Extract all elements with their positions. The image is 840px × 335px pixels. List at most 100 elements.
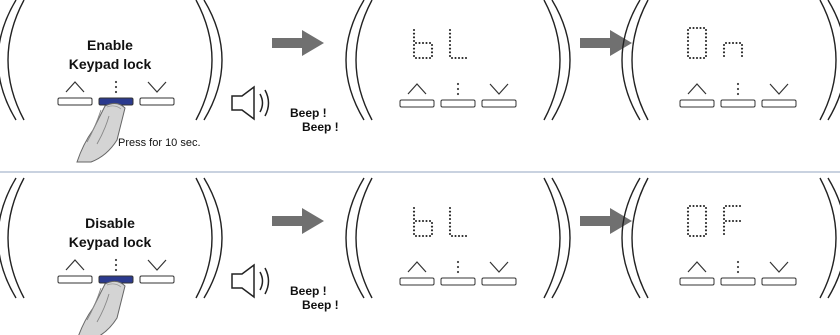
- menu-dots-icon: [456, 260, 460, 274]
- segment-dot: [430, 47, 434, 50]
- segment-dot: [412, 51, 416, 54]
- segment-dot: [448, 229, 452, 232]
- segment-dot: [418, 41, 421, 45]
- segment-dot: [414, 56, 418, 60]
- segment-dot: [704, 217, 708, 221]
- thermostat-face-3: [621, 0, 840, 121]
- segment-dot: [464, 234, 468, 238]
- menu-dots-icon: [114, 258, 118, 272]
- down-chevron-icon: [489, 83, 509, 95]
- segment-dot: [686, 210, 690, 213]
- segment-dot: [740, 43, 744, 47]
- segment-dot: [412, 32, 416, 35]
- segment-dot: [414, 41, 418, 45]
- up-chevron-icon: [687, 83, 707, 95]
- face-title-line1: Disable: [85, 215, 135, 231]
- down-key: [761, 277, 797, 286]
- up-chevron-icon: [65, 81, 85, 93]
- segment-dot: [740, 47, 744, 50]
- segment-dot: [448, 214, 452, 217]
- segment-dot: [722, 47, 726, 50]
- keypad: [679, 82, 797, 108]
- segment-dot: [722, 210, 726, 213]
- segment-dot: [425, 219, 428, 223]
- segment-dot: [686, 36, 690, 39]
- segment-dot: [412, 232, 416, 236]
- segment-dot: [430, 221, 434, 225]
- segment-dot: [448, 47, 452, 50]
- segment-dot: [450, 56, 454, 60]
- segment-dot: [430, 51, 434, 54]
- face-title-line1: Enable: [87, 37, 133, 53]
- menu-dots-icon: [736, 260, 740, 274]
- segment-dot: [728, 219, 731, 223]
- segment-dot: [412, 206, 416, 210]
- display-digits: [412, 206, 468, 238]
- keypad: [57, 258, 175, 284]
- menu-key: [440, 99, 476, 108]
- segment-dot: [412, 210, 416, 213]
- segment-dot: [695, 204, 699, 208]
- segment-dot: [448, 217, 452, 221]
- down-key: [139, 97, 175, 106]
- segment-dot: [738, 41, 742, 45]
- thermostat-face-1: [0, 0, 223, 121]
- segment-dot: [738, 219, 742, 223]
- segment-dot: [702, 234, 706, 238]
- segment-dot: [704, 47, 708, 50]
- segment-dot: [454, 56, 457, 60]
- segment-dot: [412, 36, 416, 39]
- segment-dot: [448, 28, 452, 32]
- menu-dots-icon: [114, 80, 118, 94]
- segment-dot: [704, 51, 708, 54]
- segment-dot: [448, 32, 452, 35]
- segment-dot: [704, 221, 708, 225]
- segment-dot: [704, 28, 708, 32]
- segment-dot: [425, 41, 428, 45]
- segment-dot: [692, 204, 695, 208]
- segment-dot: [418, 219, 421, 223]
- segment-dot: [686, 39, 690, 43]
- segment-dot: [686, 232, 690, 236]
- segment-dot: [457, 56, 461, 60]
- segment-dot: [430, 229, 434, 232]
- segment-dot: [702, 204, 706, 208]
- segment-dot: [686, 229, 690, 232]
- segment-dot: [704, 54, 708, 58]
- segment-dot: [695, 26, 699, 30]
- segment-dot: [722, 54, 726, 58]
- up-chevron-icon: [687, 261, 707, 273]
- segment-dot: [448, 43, 452, 47]
- segment-dot: [724, 204, 728, 208]
- segment-dot: [430, 225, 434, 228]
- segment-dot: [686, 217, 690, 221]
- segment-dot: [686, 51, 690, 54]
- up-key: [679, 99, 715, 108]
- segment-dot: [421, 41, 425, 45]
- segment-dot: [412, 217, 416, 221]
- segment-dot: [412, 214, 416, 217]
- menu-key: [720, 99, 756, 108]
- segment-dot: [448, 39, 452, 43]
- segment-dot: [425, 234, 428, 238]
- segment-dot: [428, 41, 432, 45]
- segment-dot: [412, 225, 416, 228]
- segment-dot: [686, 43, 690, 47]
- segment-dot: [699, 204, 702, 208]
- segment-dot: [457, 234, 461, 238]
- segment-dot: [722, 229, 726, 232]
- up-key: [57, 97, 93, 106]
- up-key: [399, 277, 435, 286]
- segment-dot: [414, 234, 418, 238]
- segment-dot: [722, 214, 726, 217]
- thermostat-face-1: [0, 177, 223, 299]
- segment-dot: [731, 41, 735, 45]
- press-note: Press for 10 sec.: [118, 137, 201, 149]
- segment-dot: [428, 56, 432, 60]
- face-title-line2: Keypad lock: [69, 234, 152, 250]
- beep-text-1: Beep !: [290, 106, 327, 120]
- segment-dot: [731, 219, 735, 223]
- segment-dot: [461, 56, 464, 60]
